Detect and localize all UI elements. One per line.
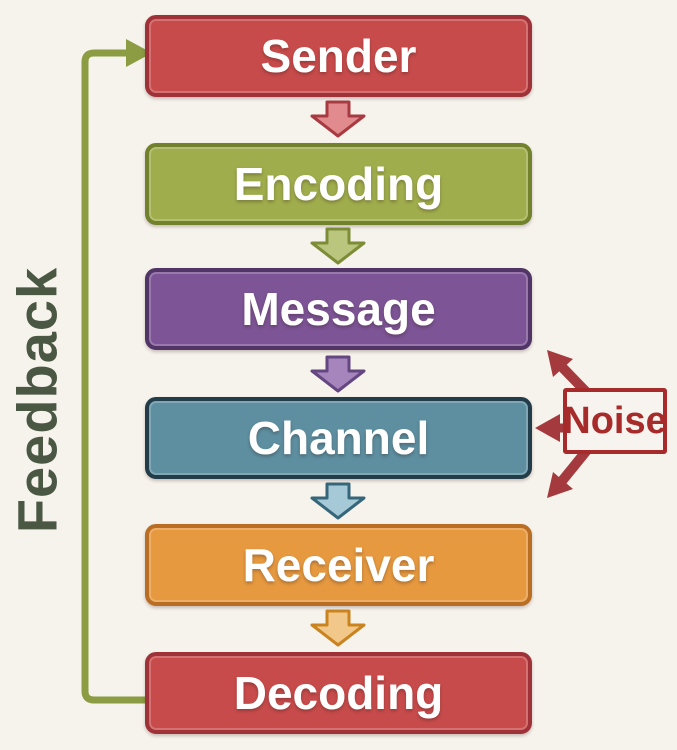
node-message-label: Message	[241, 283, 436, 335]
node-receiver: Receiver	[145, 524, 532, 606]
down-arrow-icon-sender-encoding	[310, 100, 366, 138]
node-receiver-label: Receiver	[242, 539, 435, 591]
node-decoding: Decoding	[145, 652, 532, 734]
noise-label: Noise	[563, 399, 667, 442]
down-arrow-icon-channel-receiver	[310, 482, 366, 520]
feedback-arrowhead-icon	[126, 39, 152, 67]
node-channel-label: Channel	[247, 412, 430, 464]
node-encoding-label: Encoding	[233, 158, 444, 210]
down-arrow-icon-encoding-message	[310, 227, 366, 265]
down-arrow-icon-message-channel	[310, 355, 366, 393]
feedback-label: Feedback	[5, 266, 69, 534]
node-sender: Sender	[145, 15, 532, 97]
noise-box: Noise	[563, 388, 667, 454]
feedback-loop-line	[81, 49, 150, 704]
down-arrow-icon-receiver-decoding	[310, 609, 366, 647]
node-sender-label: Sender	[260, 30, 417, 82]
node-channel: Channel	[145, 397, 532, 479]
node-message: Message	[145, 268, 532, 350]
node-encoding: Encoding	[145, 143, 532, 225]
node-decoding-label: Decoding	[233, 667, 444, 719]
